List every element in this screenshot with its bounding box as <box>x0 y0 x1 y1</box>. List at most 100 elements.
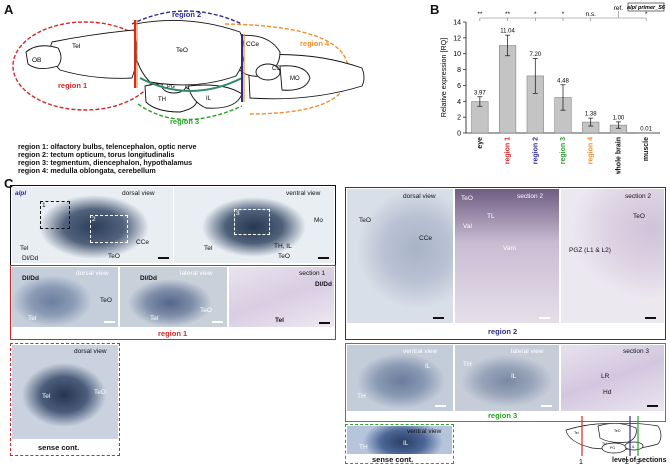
y-tick-label: 4 <box>457 99 461 106</box>
scale-bar <box>158 257 169 259</box>
data-label: 11.04 <box>500 29 515 35</box>
photo-region1-lateral: lateral view Dl/Dd Tel TeO <box>120 267 227 327</box>
sense-control-3-frame <box>345 424 454 464</box>
dorsal-view-label: dorsal view <box>74 348 107 355</box>
category-label: region 3 <box>560 137 567 164</box>
label-tl: TL <box>487 213 495 220</box>
data-label: 1.38 <box>585 112 597 118</box>
region-2-frame <box>345 187 666 340</box>
label-pg: PG <box>167 84 175 90</box>
legend-region-2: region 2: tectum opticum, torus longitud… <box>18 150 175 159</box>
scale-bar <box>212 321 223 323</box>
section-2-number: 2 <box>625 459 629 466</box>
inset-number-3: 3 <box>236 210 240 217</box>
inset-box-3 <box>234 209 270 235</box>
brain-region-diagram: OB Tel TeO CCe CC MO PG TH IL region 1 r… <box>12 10 365 126</box>
region-2-label: region 2 <box>172 10 201 19</box>
scale-bar <box>539 317 550 319</box>
significance-mark: * <box>562 11 565 18</box>
label-tel-whole: Tel <box>20 245 29 252</box>
bar-region-1 <box>499 45 517 134</box>
photo-sense-control-3: ventral view IL TH <box>347 426 452 454</box>
photo-sense-control-1: dorsal view Tel TeO <box>12 345 118 439</box>
label-teo-schematic: TeO <box>614 429 621 433</box>
label-cce: CCe <box>246 41 259 48</box>
significance-mark: ** <box>477 11 483 18</box>
inset-box-2 <box>90 215 128 243</box>
y-tick-label: 14 <box>453 20 461 27</box>
region-3-label: region 3 <box>170 117 199 126</box>
label-cce-whole: CCe <box>136 239 150 246</box>
label-dldd-r1: Dl/Dd <box>22 275 39 282</box>
panel-label-a: A <box>4 2 14 17</box>
legend-region-1: region 1: olfactory bulbs, telencephalon… <box>18 142 197 151</box>
y-tick-label: 8 <box>457 67 461 74</box>
region-1-title: region 1 <box>158 329 188 338</box>
photo-region2-dorsal: dorsal view TeO CCe <box>347 189 453 323</box>
boundary-line-region2-3 <box>139 77 243 92</box>
data-label: 1.00 <box>613 115 625 121</box>
category-label: region 1 <box>505 137 512 164</box>
region-2-outline <box>131 10 243 25</box>
photo-region3-lateral: lateral view TH IL <box>455 345 559 411</box>
section-levels-caption: level of sections <box>612 457 667 464</box>
photo-region1-dorsal: dorsal view Dl/Dd Tel TeO <box>12 267 118 327</box>
inset-number-1: 1 <box>42 202 46 209</box>
photo-section-1: section 1 Dl/Dd Tel <box>229 267 334 327</box>
photo-section-3: section 3 LR Hd <box>561 345 664 411</box>
section-2b-label: section 2 <box>625 193 652 200</box>
legend-region-3: region 3: tegmentum, diencephalon, hypot… <box>18 158 193 167</box>
y-axis-label: Relative expression [RQ] <box>439 38 448 118</box>
label-hd: Hd <box>603 389 612 396</box>
y-tick-label: 12 <box>453 35 461 42</box>
label-val: Val <box>463 223 472 230</box>
label-teo-sec2b: TeO <box>633 213 645 220</box>
significance-mark: n.s. <box>585 11 596 18</box>
brain-schematic <box>25 19 365 113</box>
category-label: whole brain <box>615 137 622 174</box>
label-pg-schematic: PG <box>610 446 615 450</box>
label-teo-lat: TeO <box>200 307 212 314</box>
region-2-title: region 2 <box>488 327 518 336</box>
label-tel-r1: Tel <box>28 315 37 322</box>
sense-control-3-label: sense cont. <box>372 455 414 464</box>
label-tel: Tel <box>72 43 81 50</box>
region-4-label: region 4 <box>300 39 330 48</box>
dorsal-view-label: dorsal view <box>76 270 109 277</box>
label-tel-ventral: Tel <box>204 245 213 252</box>
significance-mark: ref. <box>614 5 624 12</box>
label-il: IL <box>206 96 212 102</box>
scale-bar <box>541 405 552 407</box>
label-cc: CC <box>272 66 281 72</box>
inset-number-2: 2 <box>92 216 96 223</box>
label-mo-whole: Mo <box>314 217 324 224</box>
data-label: 4.48 <box>557 78 569 84</box>
label-th-r3: TH <box>357 393 366 400</box>
label-th-schematic: TH <box>602 442 607 446</box>
label-vam: Vam <box>503 245 516 252</box>
section-levels-schematic: Tel TeO PG TH IL 1 2 3 <box>565 416 662 466</box>
label-th-lat3: TH <box>463 361 472 368</box>
label-pgz: PGZ (L1 & L2) <box>569 247 611 254</box>
label-il-schematic: IL <box>632 445 635 449</box>
label-il-lat3: IL <box>511 373 517 380</box>
label-th-sense: TH <box>359 444 368 451</box>
label-tel-schematic: Tel <box>574 431 579 435</box>
label-dldd-sec: Dl/Dd <box>315 281 332 288</box>
photo-ventral-whole: ventral view 3 Mo TH, IL TeO Tel <box>174 187 334 263</box>
label-teo-sec2: TeO <box>461 195 473 202</box>
category-label: region 2 <box>532 137 539 164</box>
label-lr: LR <box>601 373 610 380</box>
y-tick-label: 0 <box>457 131 461 138</box>
label-teo: TeO <box>176 47 188 54</box>
label-teo-r2: TeO <box>359 217 371 224</box>
lateral-view-label: lateral view <box>511 348 544 355</box>
region-4-outline <box>224 23 349 115</box>
scale-bar <box>319 322 330 324</box>
data-label: 7.20 <box>529 52 541 58</box>
dorsal-view-label: dorsal view <box>403 193 436 200</box>
section-3-number: 3 <box>636 459 640 466</box>
ventral-view-label: ventral view <box>286 190 321 197</box>
significance-mark: ** <box>505 11 511 18</box>
